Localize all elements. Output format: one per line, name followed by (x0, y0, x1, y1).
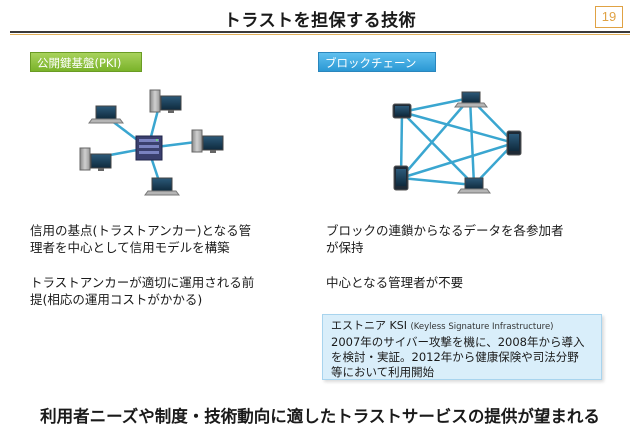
blockchain-mesh (399, 96, 515, 187)
pki-description-1: 信用の基点(トラストアンカー)となる管 理者を中心として信用モデルを構築 (30, 222, 251, 256)
blockchain-description-2: 中心となる管理者が不要 (326, 275, 464, 290)
laptop-icon (454, 91, 488, 108)
ksi-line-1: 2007年のサイバー攻撃を機に、2008年から導入 (331, 335, 585, 349)
pki-description-2-line2: 提(相応の運用コストがかかる) (30, 292, 203, 307)
ksi-title: エストニア KSI (331, 319, 407, 332)
smartphone-icon (393, 165, 409, 191)
title-divider (10, 31, 630, 33)
title-divider-accent (10, 34, 630, 35)
blockchain-label: ブロックチェーン (318, 52, 436, 72)
pki-description-2: トラストアンカーが適切に運用される前 提(相応の運用コストがかかる) (30, 274, 254, 308)
tablet-icon (392, 103, 412, 119)
desktop-computer-icon (149, 89, 182, 113)
ksi-line-2: を検討・実証。2012年から健康保険や司法分野 (331, 350, 579, 364)
ksi-subtitle: (Keyless Signature Infrastructure) (410, 322, 554, 332)
desktop-computer-icon (79, 147, 112, 171)
blockchain-description-1-line2: が保持 (326, 240, 364, 255)
pki-description-1-line2: 理者を中心として信用モデルを構築 (30, 240, 230, 255)
ksi-title-row: エストニア KSI (Keyless Signature Infrastruct… (331, 318, 593, 335)
laptop-icon (88, 105, 124, 124)
laptop-icon (144, 177, 180, 196)
blockchain-description-1-line1: ブロックの連鎖からなるデータを各参加者 (326, 223, 564, 238)
pki-description-2-line1: トラストアンカーが適切に運用される前 (30, 275, 255, 290)
laptop-icon (457, 177, 491, 194)
page-title: トラストを担保する技術 (223, 11, 417, 31)
desktop-computer-icon (191, 129, 224, 153)
trust-anchor-server-icon (135, 135, 163, 161)
ksi-info-box: エストニア KSI (Keyless Signature Infrastruct… (322, 314, 602, 380)
pki-description-1-line1: 信用の基点(トラストアンカー)となる管 (30, 223, 252, 238)
smartphone-icon (506, 130, 522, 156)
pki-label: 公開鍵基盤(PKI) (30, 52, 142, 72)
ksi-line-3: 等において利用開始 (331, 365, 435, 379)
blockchain-description-1: ブロックの連鎖からなるデータを各参加者 が保持 (326, 222, 564, 256)
conclusion-text: 利用者ニーズや制度・技術動向に適したトラストサービスの提供が望まれる (40, 407, 600, 426)
page-number: 19 (595, 6, 623, 28)
